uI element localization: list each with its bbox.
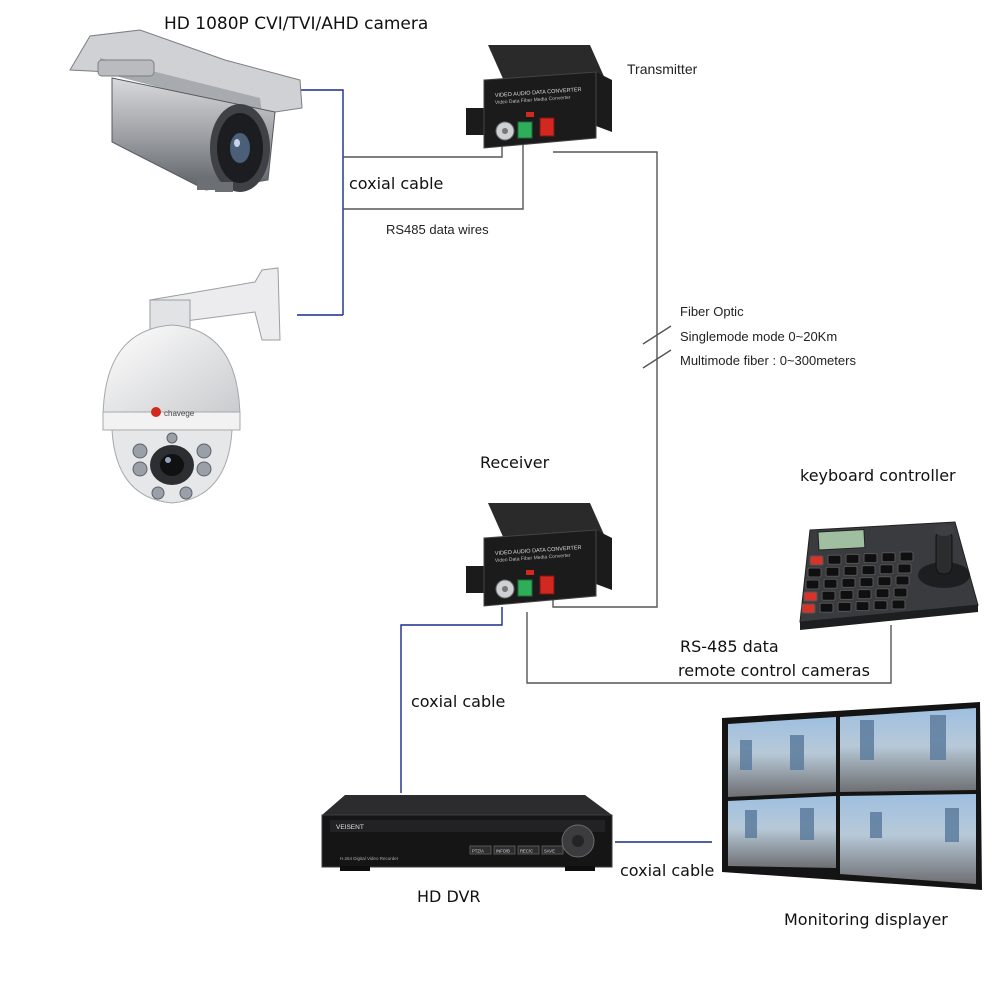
coaxial-to-transmitter bbox=[343, 138, 503, 158]
keypad-key bbox=[873, 600, 888, 611]
dvr-buttons: PTZ/A INFO/B REC/C SAVE bbox=[469, 845, 564, 855]
keypad-key bbox=[897, 563, 912, 574]
keypad-key bbox=[827, 554, 842, 565]
keypad-key bbox=[879, 564, 894, 575]
bullet-camera bbox=[69, 29, 303, 192]
coaxial-cable-label-mid: coxial cable bbox=[411, 692, 506, 711]
keypad-key bbox=[837, 601, 852, 612]
keypad-key bbox=[861, 565, 876, 576]
dvr-panel-button bbox=[541, 845, 564, 855]
multimode-label: Multimode fiber : 0~300meters bbox=[680, 353, 856, 368]
connection-lines bbox=[297, 89, 892, 843]
keypad-key bbox=[801, 603, 816, 614]
keypad-key bbox=[857, 589, 872, 600]
coaxial-receiver-to-dvr bbox=[400, 607, 503, 793]
ptz-brand-label: chavege bbox=[164, 409, 195, 418]
dvr-panel-button-label: PTZ/A bbox=[472, 849, 484, 854]
remote-control-label: remote control cameras bbox=[678, 661, 870, 680]
keypad-key bbox=[841, 577, 856, 588]
receiver-label: Receiver bbox=[480, 453, 550, 472]
dvr-device: VEISENT H.264 Digital Video Recorder PTZ… bbox=[321, 795, 613, 871]
dvr-panel-button-label: SAVE bbox=[544, 849, 555, 854]
keypad-key bbox=[805, 579, 820, 590]
dvr-panel-button bbox=[469, 845, 492, 855]
monitoring-displayer-label: Monitoring displayer bbox=[784, 910, 948, 929]
fiber-optic-link bbox=[552, 151, 658, 608]
dvr-panel-button-label: INFO/B bbox=[496, 849, 510, 854]
keypad-key bbox=[819, 602, 834, 613]
keypad-key bbox=[807, 567, 822, 578]
ptz-dome-camera: chavege bbox=[102, 267, 281, 504]
keypad-key bbox=[803, 591, 818, 602]
rs485-to-transmitter bbox=[343, 142, 524, 210]
monitor-device bbox=[722, 702, 982, 890]
fiber-tick-1 bbox=[642, 325, 672, 345]
fiber-optic-label: Fiber Optic bbox=[680, 304, 744, 319]
keyboard-controller-device bbox=[799, 521, 979, 630]
keypad-key bbox=[881, 552, 896, 563]
bullet-camera-link bbox=[300, 89, 344, 315]
transmitter-device: VIDEO AUDIO DATA CONVERTER Video Data Fi… bbox=[466, 45, 612, 149]
hd-dvr-label: HD DVR bbox=[417, 887, 481, 906]
keypad-key bbox=[899, 551, 914, 562]
rs485-receiver-to-keyboard bbox=[526, 612, 892, 684]
keypad-key bbox=[895, 575, 910, 586]
fiber-tick-2 bbox=[642, 349, 672, 369]
keypad-key bbox=[845, 553, 860, 564]
keyboard-controller-label: keyboard controller bbox=[800, 466, 956, 485]
keypad-key bbox=[855, 601, 870, 612]
coaxial-cable-label-top: coxial cable bbox=[349, 174, 444, 193]
rs485-wires-label: RS485 data wires bbox=[386, 222, 489, 237]
keypad-key bbox=[875, 588, 890, 599]
keypad-key bbox=[825, 566, 840, 577]
hd-camera-label: HD 1080P CVI/TVI/AHD camera bbox=[164, 14, 429, 34]
keypad-key bbox=[877, 576, 892, 587]
transmitter-subtitle: Video Data Fiber Media Converter bbox=[495, 95, 571, 106]
dvr-panel-button-label: REC/C bbox=[520, 849, 533, 854]
keypad-key bbox=[891, 599, 906, 610]
rs485-data-label: RS-485 data bbox=[680, 637, 779, 656]
dvr-brand: VEISENT bbox=[336, 824, 364, 831]
coaxial-cable-label-bottom: coxial cable bbox=[620, 861, 715, 880]
receiver-device: VIDEO AUDIO DATA CONVERTER Video Data Fi… bbox=[466, 503, 612, 607]
dvr-panel-button bbox=[493, 845, 516, 855]
keypad bbox=[801, 551, 914, 614]
keypad-key bbox=[823, 578, 838, 589]
keypad-key bbox=[859, 577, 874, 588]
dvr-panel-button bbox=[517, 845, 540, 855]
singlemode-label: Singlemode mode 0~20Km bbox=[680, 329, 838, 344]
dvr-model: H.264 Digital Video Recorder bbox=[340, 856, 399, 861]
keypad-key bbox=[821, 590, 836, 601]
keypad-key bbox=[809, 555, 824, 566]
receiver-subtitle: Video Data Fiber Media Converter bbox=[495, 553, 571, 564]
keypad-key bbox=[843, 565, 858, 576]
transmitter-label: Transmitter bbox=[627, 61, 698, 77]
keypad-key bbox=[893, 587, 908, 598]
keypad-key bbox=[839, 589, 854, 600]
keypad-key bbox=[863, 553, 878, 564]
